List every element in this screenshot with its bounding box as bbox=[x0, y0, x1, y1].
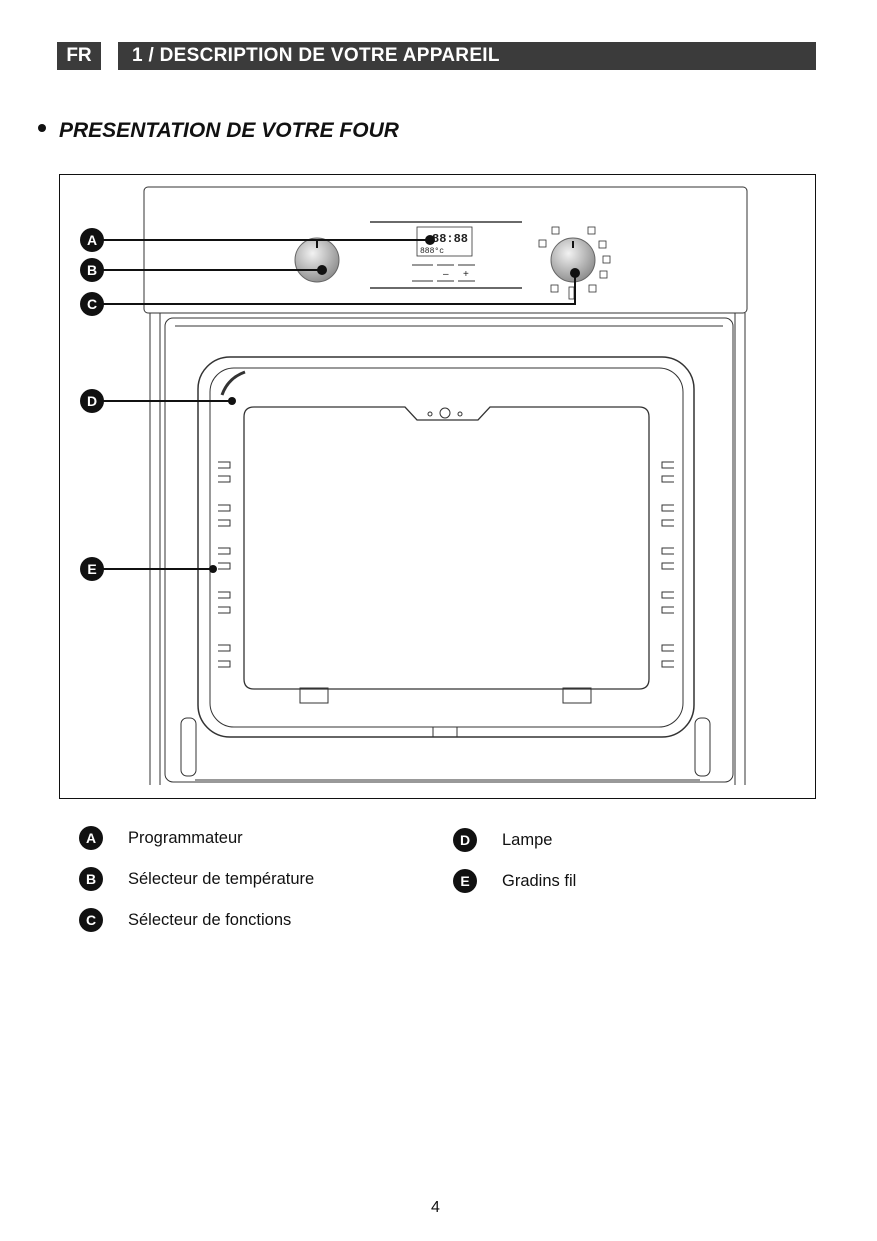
display-temp: 888°c bbox=[420, 247, 444, 256]
callout-e bbox=[80, 557, 104, 581]
legend-key: C bbox=[79, 908, 103, 932]
language-badge: FR bbox=[57, 42, 101, 70]
legend-item: E Gradins fil bbox=[453, 869, 576, 893]
plus-button[interactable]: + bbox=[463, 269, 469, 280]
callout-d bbox=[80, 389, 104, 413]
callout-a-label: A bbox=[87, 232, 97, 248]
callout-b-label: B bbox=[87, 262, 97, 278]
callout-d-label: D bbox=[87, 393, 97, 409]
hinge-right bbox=[562, 687, 592, 704]
hinge-left bbox=[299, 687, 329, 704]
function-icons bbox=[538, 226, 611, 300]
oven-window bbox=[243, 406, 650, 690]
callout-c-label: C bbox=[87, 296, 97, 312]
legend-label: Sélecteur de température bbox=[128, 869, 315, 888]
display-time: 88:88 bbox=[432, 232, 468, 246]
legend-key: E bbox=[453, 869, 477, 893]
section-title: PRESENTATION DE VOTRE FOUR bbox=[38, 119, 399, 143]
programmer-display bbox=[416, 226, 473, 257]
chapter-header: 1 / DESCRIPTION DE VOTRE APPAREIL bbox=[118, 42, 816, 70]
legend-item: C Sélecteur de fonctions bbox=[79, 908, 291, 932]
diagram-frame bbox=[59, 174, 816, 799]
callout-c bbox=[80, 292, 104, 316]
callout-b bbox=[80, 258, 104, 282]
legend-key: B bbox=[79, 867, 103, 891]
legend-key: D bbox=[453, 828, 477, 852]
legend-label: Gradins fil bbox=[502, 871, 577, 890]
legend-label: Programmateur bbox=[128, 828, 243, 847]
legend-item: A Programmateur bbox=[79, 826, 243, 850]
function-knob[interactable] bbox=[550, 237, 596, 283]
bullet-icon bbox=[38, 124, 46, 133]
shelf-rails bbox=[218, 461, 674, 668]
legend-item: B Sélecteur de température bbox=[79, 867, 314, 891]
legend-key: A bbox=[79, 826, 103, 850]
callout-e-label: E bbox=[87, 561, 96, 577]
legend-item: D Lampe bbox=[453, 828, 552, 852]
oven-door bbox=[164, 317, 734, 783]
legend-label: Lampe bbox=[502, 830, 553, 849]
control-panel bbox=[143, 186, 748, 314]
handle-right bbox=[694, 717, 711, 777]
section-title-text: PRESENTATION DE VOTRE FOUR bbox=[59, 119, 399, 142]
callout-a bbox=[80, 228, 104, 252]
legend-label: Sélecteur de fonctions bbox=[128, 910, 292, 929]
oven-diagram: 88:88 888°c – + bbox=[80, 186, 748, 785]
handle-left bbox=[180, 717, 197, 777]
page-number: 4 bbox=[431, 1199, 440, 1216]
minus-button[interactable]: – bbox=[443, 269, 449, 280]
